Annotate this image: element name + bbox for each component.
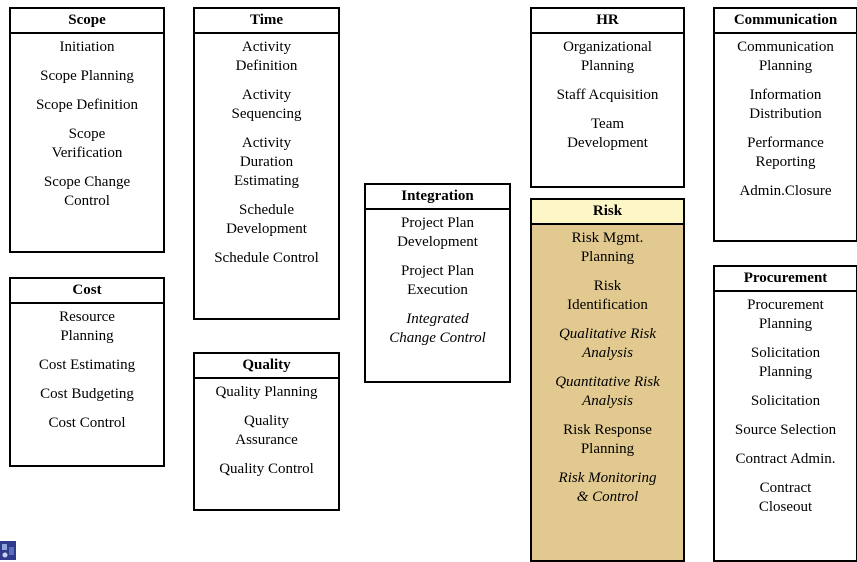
process-item: Risk Monitoring & Control — [558, 470, 657, 505]
process-item: Risk Mgmt. Planning — [571, 230, 644, 265]
process-item: Source Selection — [734, 422, 837, 438]
process-item: Project Plan Execution — [401, 263, 474, 298]
process-item: Cost Estimating — [38, 357, 136, 373]
process-item: Scope Definition — [35, 97, 139, 113]
process-item: Integrated Change Control — [389, 311, 486, 346]
process-item: Contract Closeout — [758, 480, 813, 515]
process-item: Communication Planning — [737, 39, 834, 74]
process-item: Schedule Development — [226, 202, 307, 237]
quality-title: Quality — [195, 354, 338, 379]
hr-box: HR Organizational Planning Staff Acquisi… — [530, 7, 685, 188]
process-item: Scope Planning — [40, 68, 134, 84]
integration-title: Integration — [366, 185, 509, 210]
process-item: Quality Control — [219, 461, 314, 477]
cost-title: Cost — [11, 279, 163, 304]
process-item: Resource Planning — [59, 309, 115, 344]
process-item: Risk Response Planning — [563, 422, 652, 457]
scope-box: Scope Initiation Scope Planning Scope De… — [9, 7, 165, 253]
process-item: Quality Assurance — [235, 413, 298, 448]
process-item: Staff Acquisition — [556, 87, 659, 103]
process-item: Performance Reporting — [747, 135, 824, 170]
process-item: Admin.Closure — [739, 183, 832, 199]
process-item: Solicitation — [750, 393, 821, 409]
communication-title: Communication — [715, 9, 856, 34]
process-item: Cost Control — [48, 415, 126, 431]
process-item: Project Plan Development — [397, 215, 478, 250]
integration-box: Integration Project Plan Development Pro… — [364, 183, 511, 383]
time-title: Time — [195, 9, 338, 34]
logo-icon — [0, 541, 16, 560]
process-item: Contract Admin. — [735, 451, 836, 467]
process-item: Schedule Control — [214, 250, 319, 266]
communication-box: Communication Communication Planning Inf… — [713, 7, 857, 242]
process-item: Cost Budgeting — [40, 386, 134, 402]
hr-title: HR — [532, 9, 683, 34]
scope-title: Scope — [11, 9, 163, 34]
procurement-box: Procurement Procurement Planning Solicit… — [713, 265, 857, 562]
process-item: Solicitation Planning — [750, 345, 821, 380]
process-item: Information Distribution — [749, 87, 822, 122]
time-box: Time Activity Definition Activity Sequen… — [193, 7, 340, 320]
procurement-title: Procurement — [715, 267, 856, 292]
process-item: Qualitative Risk Analysis — [558, 326, 657, 361]
process-item: Activity Sequencing — [231, 87, 302, 122]
cost-box: Cost Resource Planning Cost Estimating C… — [9, 277, 165, 467]
risk-title: Risk — [532, 200, 683, 225]
quality-box: Quality Quality Planning Quality Assuran… — [193, 352, 340, 511]
process-item: Scope Verification — [51, 126, 123, 161]
process-item: Initiation — [59, 39, 115, 55]
process-item: Quality Planning — [215, 384, 318, 400]
process-item: Team Development — [567, 116, 648, 151]
process-item: Activity Definition — [235, 39, 298, 74]
process-item: Scope Change Control — [43, 174, 131, 209]
process-item: Risk Identification — [567, 278, 648, 313]
process-item: Quantitative Risk Analysis — [555, 374, 660, 409]
process-item: Procurement Planning — [747, 297, 824, 332]
process-item: Organizational Planning — [563, 39, 652, 74]
risk-box: Risk Risk Mgmt. Planning Risk Identifica… — [530, 198, 685, 562]
process-item: Activity Duration Estimating — [234, 135, 299, 189]
